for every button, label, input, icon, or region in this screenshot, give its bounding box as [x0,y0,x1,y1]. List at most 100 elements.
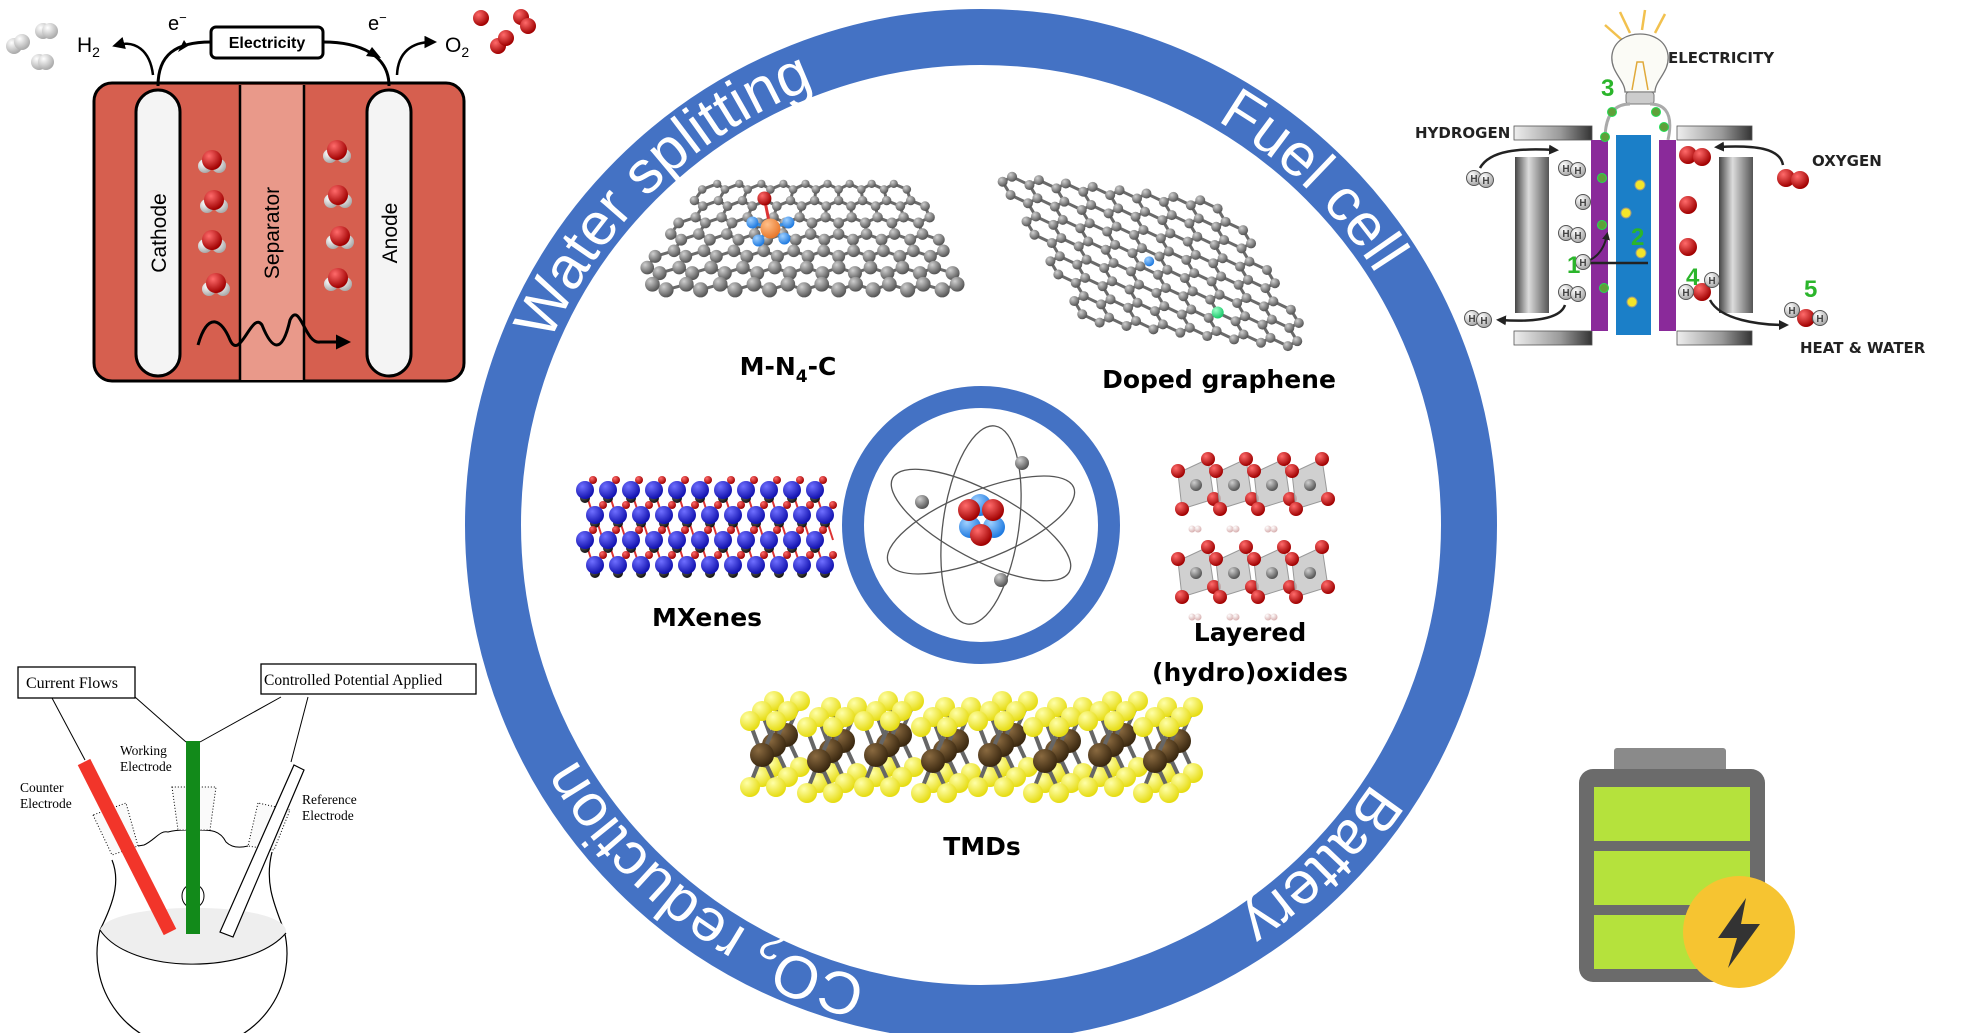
sulfur-atom [1049,783,1069,803]
carbon-atom [1175,327,1186,338]
carbon-atom [1293,317,1304,328]
nitrogen-dopant [1144,256,1155,267]
carbon-atom [1190,249,1201,260]
metal-atom [1228,567,1240,579]
carbon-atom [1137,243,1148,254]
oxygen-atom [1797,309,1815,327]
carbon-atom [722,201,733,212]
carbon-atom [1080,272,1091,283]
carbon-atom [717,266,732,281]
sulfur-atom [937,717,957,737]
carbon-atom [898,212,909,223]
carbon-atom [713,195,724,206]
current-flows-label: Current Flows [26,675,118,692]
fuel-cell-diagram: ELECTRICITY HYDROGEN OXYGEN HEAT & WATER… [1415,9,1926,357]
electron-label-left: e− [168,10,187,35]
hydrogen-atom [1270,613,1278,621]
carbon-atom [788,185,798,194]
oxygen-atom [829,501,837,509]
oxygen-atom [757,191,772,206]
carbon-atom [1185,200,1196,211]
oxygen-atom [1247,552,1261,566]
carbon-atom [789,233,802,246]
oxygen-atom [1171,552,1185,566]
oxygen-atom [714,551,722,559]
carbon-atom [1208,258,1219,269]
oxygen-atom [635,526,643,534]
sulfur-atom [797,717,817,737]
carbon-atom [1053,269,1064,280]
carbon-atom [847,233,859,246]
carbon-atom [881,276,897,292]
sulfur-atom [911,783,931,803]
carbon-atom [923,249,937,263]
oxygen-atom [668,551,676,559]
oxygen-atom [622,501,630,509]
carbon-atom [667,244,681,258]
hydrogen-atom [1264,525,1272,533]
oxygen-atom [1171,464,1185,478]
carbon-atom [689,195,700,206]
metal-atom [1304,567,1316,579]
carbon-atom [1193,213,1204,224]
label-doped-graphene: Doped graphene [1102,365,1336,394]
carbon-atom [690,212,701,223]
carbon-atom [820,212,831,223]
carbon-atom [665,228,677,240]
sulfur-atom [1159,717,1179,737]
oxygen-atom [750,526,758,534]
carbon-atom [1168,191,1179,202]
carbon-atom [1202,331,1213,342]
metal-atom [632,506,650,524]
water-molecule [202,273,230,296]
carbon-atom [658,282,674,298]
metal-atom [1266,567,1278,579]
electron [1607,107,1617,117]
carbon-atom [1184,218,1195,229]
carbon-atom [796,282,812,298]
carbon-atom [1192,231,1203,242]
water-molecule [198,230,226,253]
working-electrode-label-2: Electrode [120,759,172,774]
hydrogen-atom: H [1570,286,1586,302]
carbon-atom [1157,215,1168,226]
oxygen-atom [1321,580,1335,594]
carbon-atom [1077,309,1088,320]
electron [1659,122,1669,132]
metal-atom [632,556,650,574]
working-electrode [186,741,200,934]
metal-atom [1228,479,1240,491]
carbon-atom [1048,219,1059,230]
carbon-atom [1269,278,1280,289]
oxygen-atom [202,150,222,170]
carbon-atom [1154,251,1165,262]
carbon-atom [1135,261,1146,272]
carbon-atom [900,282,916,298]
water-molecules [198,140,354,296]
separator-label: Separator [261,187,284,279]
carbon-atom [1232,297,1243,308]
o2-molecules [473,9,536,54]
carbon-atom [823,179,832,188]
oxygen-atom [589,476,597,484]
oxygen-atom [1277,452,1291,466]
sulfur-atom [766,711,786,731]
anode-catalyst-layer [1591,140,1608,331]
sulfur-atom [880,777,900,797]
metal-atom [816,506,834,524]
sulfur-atom [968,777,988,797]
oxygen-atom [760,501,768,509]
dopant-atom [1211,306,1224,319]
oxygen-atom [599,501,607,509]
metal-atom [770,556,788,574]
hydrogen-atom [1232,525,1240,533]
metal-atom [576,481,594,499]
water-molecule [323,140,351,163]
carbon-atom [1236,243,1247,254]
carbon-atom [865,282,881,298]
metal-atom [921,749,945,773]
carbon-atom [685,266,700,281]
water-molecule [198,150,226,173]
carbon-atom [1244,256,1255,267]
metal-atom [622,531,640,549]
